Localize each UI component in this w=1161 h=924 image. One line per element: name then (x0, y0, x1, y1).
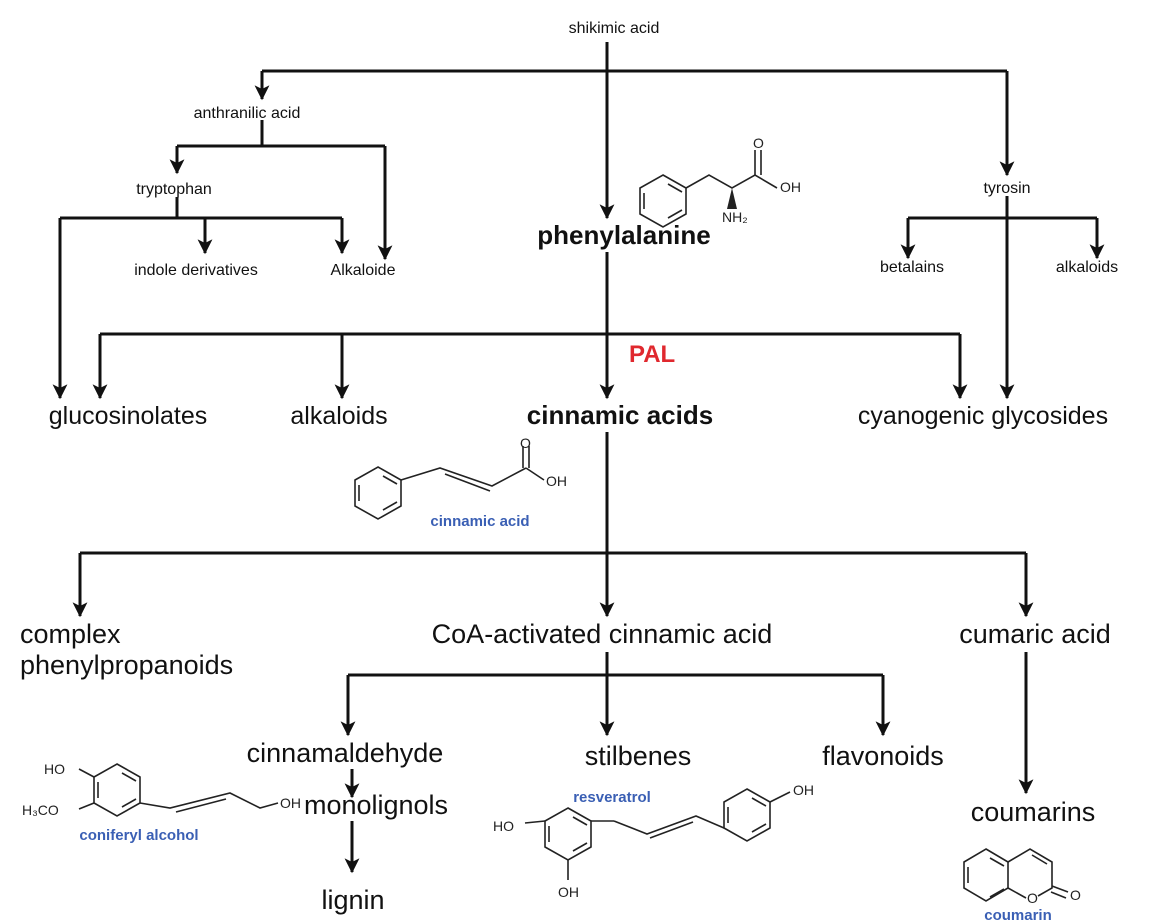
pathway-labels: shikimic acid anthranilic acid tryptopha… (20, 20, 1118, 915)
node-glucosinolates: glucosinolates (49, 402, 207, 430)
node-alkaloids-small: alkaloids (1056, 259, 1118, 276)
phenylalanine-o: O (753, 135, 764, 151)
structure-resveratrol: OH HO OH resveratrol (493, 782, 814, 900)
cinnamic-acid-o: O (520, 435, 531, 451)
phenylalanine-oh: OH (780, 179, 801, 195)
node-indole-derivatives: indole derivatives (134, 262, 258, 279)
node-cumaric-acid: cumaric acid (959, 619, 1111, 649)
node-tryptophan: tryptophan (136, 181, 212, 198)
node-anthranilic-acid: anthranilic acid (194, 105, 301, 122)
node-betalains: betalains (880, 259, 944, 276)
coumarin-caption: coumarin (984, 907, 1052, 924)
structure-coumarin: O O coumarin (963, 848, 1081, 924)
node-cinnamaldehyde: cinnamaldehyde (247, 738, 444, 768)
node-phenylalanine: phenylalanine (537, 220, 710, 250)
phenylalanine-nh2: NH₂ (722, 209, 748, 225)
node-stilbenes: stilbenes (585, 741, 692, 771)
structure-cinnamic-acid: O OH cinnamic acid (354, 435, 567, 530)
node-cinnamic-acids: cinnamic acids (527, 400, 713, 430)
node-alkaloide: Alkaloide (331, 262, 396, 279)
pathway-connectors (52, 42, 1105, 874)
coumarin-keto-o: O (1070, 887, 1081, 903)
resveratrol-caption: resveratrol (573, 789, 651, 806)
node-alkaloids: alkaloids (290, 402, 387, 430)
node-complex-line1: complex (20, 619, 121, 649)
enzyme-label-pal: PAL (629, 341, 675, 368)
resveratrol-oh-bottom: OH (558, 884, 579, 900)
structure-phenylalanine: O OH NH₂ (639, 135, 801, 228)
node-lignin: lignin (321, 885, 384, 915)
resveratrol-oh-top: OH (793, 782, 814, 798)
coniferyl-h3co: H₃CO (22, 802, 59, 818)
node-cyanogenic-glycosides: cyanogenic glycosides (858, 402, 1108, 430)
node-complex-line2: phenylpropanoids (20, 650, 233, 680)
cinnamic-acid-oh: OH (546, 473, 567, 489)
coumarin-ring-o: O (1027, 890, 1038, 906)
node-tyrosin: tyrosin (983, 180, 1030, 197)
coniferyl-alcohol-caption: coniferyl alcohol (79, 827, 198, 844)
node-shikimic-acid: shikimic acid (569, 20, 660, 37)
resveratrol-ho-left: HO (493, 818, 514, 834)
structure-coniferyl-alcohol: HO H₃CO OH coniferyl alcohol (22, 761, 301, 844)
node-flavonoids: flavonoids (822, 741, 944, 771)
coniferyl-ho: HO (44, 761, 65, 777)
node-coa-activated-cinnamic-acid: CoA-activated cinnamic acid (432, 619, 773, 649)
cinnamic-acid-caption: cinnamic acid (430, 513, 529, 530)
node-coumarins: coumarins (971, 797, 1096, 827)
node-monolignols: monolignols (304, 790, 448, 820)
coniferyl-oh: OH (280, 795, 301, 811)
